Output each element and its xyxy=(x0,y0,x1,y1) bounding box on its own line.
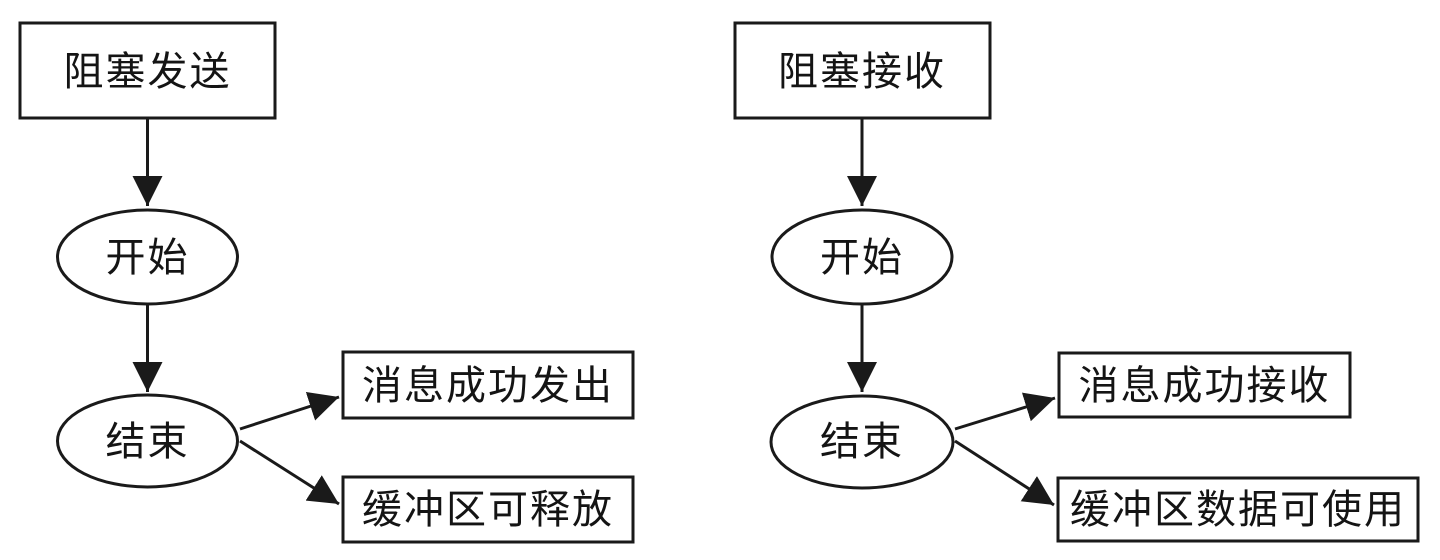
receive-start-label: 开始 xyxy=(820,236,904,280)
receive-end-label: 结束 xyxy=(820,420,904,464)
receive-outcome-2-box xyxy=(1056,476,1420,543)
arrow-send-end-to-outcome-1 xyxy=(239,391,340,431)
flowchart-blocking-send-labels: 阻塞发送 开始 结束 消息成功发出 缓冲区可释放 xyxy=(64,50,614,532)
receive-outcome-1-label: 消息成功接收 xyxy=(1079,364,1331,408)
arrow-receive-end-to-outcome-1 xyxy=(954,392,1056,431)
send-start-label: 开始 xyxy=(106,236,190,280)
flowchart-blocking-receive xyxy=(733,21,1420,543)
send-outcome-2-box xyxy=(341,475,635,544)
send-title-box xyxy=(18,21,277,120)
send-end-label: 结束 xyxy=(106,420,190,464)
flowchart-blocking-send xyxy=(18,21,635,544)
receive-title-box xyxy=(733,21,992,120)
receive-title-label: 阻塞接收 xyxy=(778,50,946,94)
send-title-label: 阻塞发送 xyxy=(64,50,232,94)
send-outcome-1-label: 消息成功发出 xyxy=(362,364,614,408)
send-end-node xyxy=(56,393,239,489)
send-outcome-1-box xyxy=(341,350,635,420)
flowchart-blocking-receive-labels: 阻塞接收 开始 结束 消息成功接收 缓冲区数据可使用 xyxy=(778,50,1406,532)
receive-outcome-1-box xyxy=(1057,351,1352,419)
send-outcome-2-label: 缓冲区可释放 xyxy=(362,488,614,532)
arrow-receive-end-to-outcome-2 xyxy=(954,439,1055,507)
receive-outcome-2-label: 缓冲区数据可使用 xyxy=(1070,488,1406,532)
arrow-send-end-to-outcome-2 xyxy=(239,439,340,506)
receive-end-node xyxy=(769,394,955,490)
